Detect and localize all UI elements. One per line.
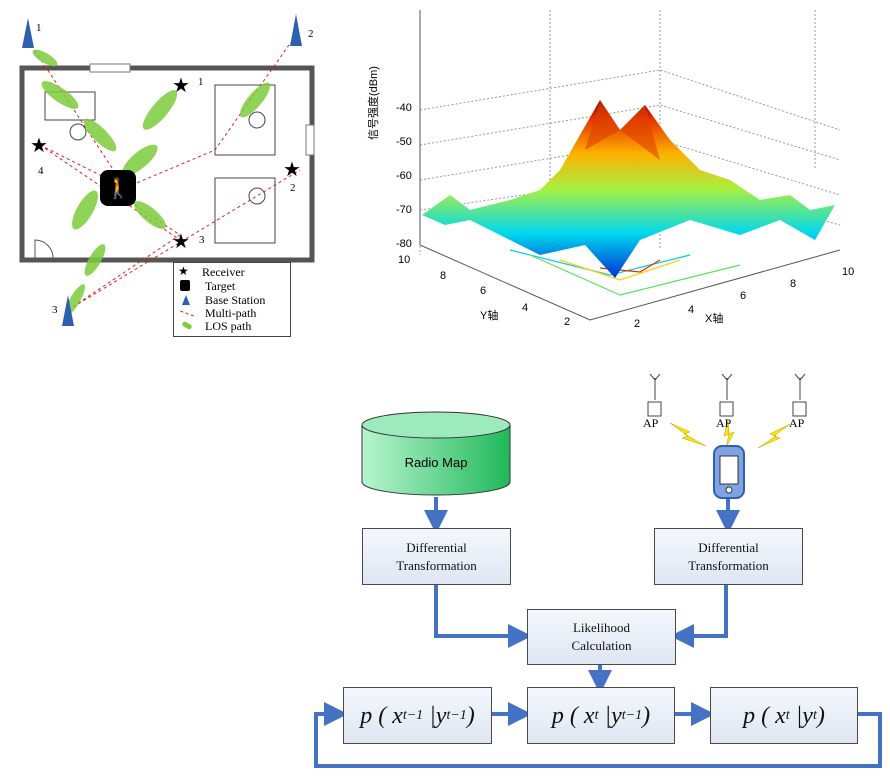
surface-mesh (422, 100, 835, 278)
station-3-label: 3 (52, 304, 58, 316)
svg-text:★: ★ (172, 231, 190, 253)
mobile-phone-icon (713, 445, 745, 499)
receiver-1-label: 1 (198, 76, 204, 88)
svg-text:★: ★ (283, 159, 301, 181)
receiver-2-label: 2 (290, 182, 296, 194)
y-tick: 10 (398, 254, 411, 266)
box-text: Likelihood (572, 620, 631, 635)
y-tick: 6 (480, 285, 487, 297)
x-tick: 6 (740, 290, 747, 302)
receiver-icon: ★ ★ ★ ★ (30, 75, 301, 253)
base-station-icon (22, 14, 302, 326)
box-text: Transformation (396, 557, 477, 573)
legend-multipath: Multi-path (205, 306, 257, 320)
z-tick: -40 (396, 102, 412, 114)
ap-label: AP (643, 416, 659, 430)
station-2-label: 2 (308, 28, 314, 40)
legend-los: LOS path (205, 319, 252, 333)
ap-label: AP (789, 416, 805, 430)
receiver-4-label: 4 (38, 165, 44, 177)
legend-target-icon (180, 280, 190, 291)
legend-target: Target (205, 279, 236, 293)
svg-text:★: ★ (30, 135, 48, 157)
z-tick: -80 (396, 238, 412, 250)
legend-base-station-icon (182, 295, 190, 305)
signal-surface-plot (419, 10, 841, 321)
box-text: Differential (698, 539, 759, 555)
x-tick: 2 (634, 318, 641, 330)
wireless-signal-icon (669, 419, 791, 449)
x-tick: 4 (688, 304, 695, 316)
y-tick: 8 (440, 270, 447, 282)
station-1-label: 1 (36, 22, 42, 34)
box-text: Transformation (688, 557, 769, 573)
target-icon (100, 170, 136, 206)
y-tick: 2 (564, 316, 571, 328)
z-tick: -60 (396, 170, 412, 182)
x-tick: 8 (790, 278, 797, 290)
radio-map-database-icon (361, 411, 511, 496)
receiver-3-label: 3 (199, 234, 205, 246)
x-axis-label: X轴 (705, 313, 724, 325)
legend-base-station: Base Station (205, 293, 266, 307)
z-tick: -70 (396, 204, 412, 216)
legend-receiver-icon: ★ (178, 264, 189, 278)
z-ticks: -40 -50 -60 -70 -80 (396, 91, 412, 261)
radio-map-label: Radio Map (404, 455, 468, 470)
box-text: Differential (406, 539, 467, 555)
svg-text:★: ★ (172, 75, 190, 97)
svg-text:🚶: 🚶 (106, 176, 131, 200)
z-tick: -50 (396, 136, 412, 148)
box-text: Calculation (571, 638, 632, 653)
y-tick: 4 (522, 302, 529, 314)
x-tick: 10 (842, 266, 855, 278)
ap-label: AP (716, 416, 732, 430)
legend: ★ Receiver Target Base Station Multi-path… (173, 262, 291, 337)
floorplan-illustration: 🚶 ★ ★ ★ ★ (19, 14, 315, 326)
legend-receiver: Receiver (202, 265, 245, 279)
y-axis-label: Y轴 (480, 310, 499, 322)
antenna-icon (647, 373, 807, 417)
